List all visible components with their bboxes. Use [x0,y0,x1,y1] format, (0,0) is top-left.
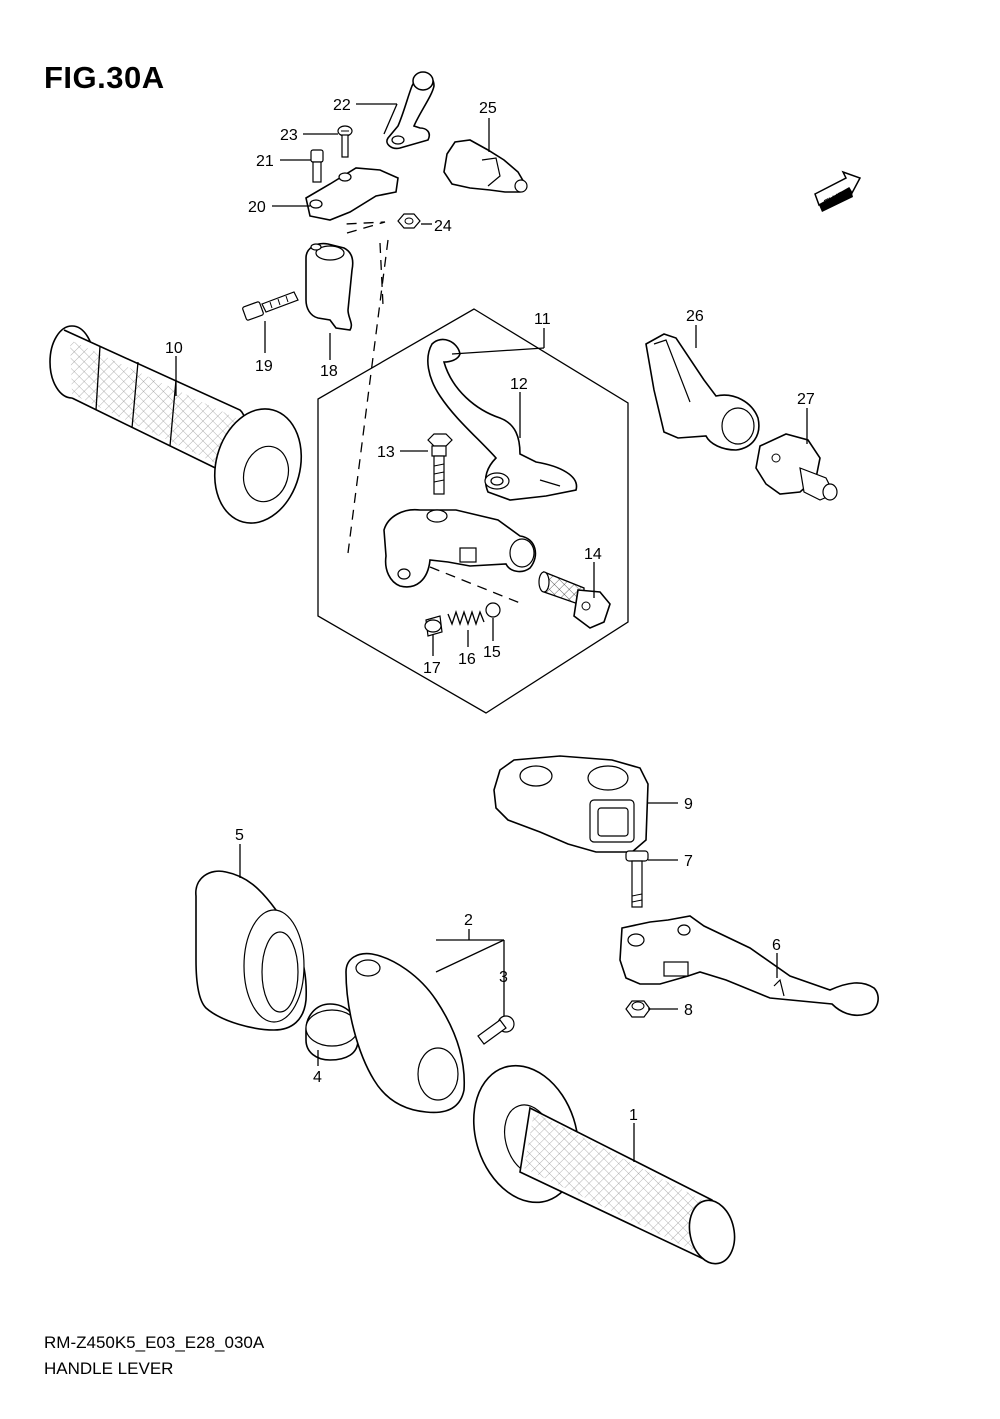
callout-22: 22 [333,97,351,114]
callout-labels: 22 23 21 20 24 25 19 18 10 11 12 13 14 1… [165,97,815,1124]
lever-assembly-group-box [317,308,629,714]
part-8-nut [625,1000,651,1018]
dash-guide [429,566,521,604]
part-7-pivot-bolt [625,850,649,908]
part-3-screw [477,1015,515,1045]
callout-2: 2 [464,912,473,929]
callout-15: 15 [483,644,501,661]
figure-code: RM-Z450K5_E03_E28_030A [44,1333,265,1352]
callout-18: 18 [320,363,338,380]
callout-16: 16 [458,651,476,668]
callout-9: 9 [684,796,693,813]
part-21-bolt [310,149,324,183]
part-17-bushing [424,615,443,637]
callout-8: 8 [684,1002,693,1019]
callout-24: 24 [434,218,452,235]
part-9-lever-guard [493,755,649,853]
part-27-adjuster [755,433,838,501]
part-22-hot-start-lever [386,71,435,150]
callout-21: 21 [256,153,274,170]
callout-5: 5 [235,827,244,844]
part-13-bolt [427,433,453,495]
callout-25: 25 [479,100,497,117]
callout-26: 26 [686,308,704,325]
callout-1: 1 [629,1107,638,1124]
fwd-arrow-icon: FWD [814,170,862,212]
part-18-holder [305,242,354,331]
part-23-screw [337,125,353,158]
callout-19: 19 [255,358,273,375]
figure-name: HANDLE LEVER [44,1359,174,1378]
callout-27: 27 [797,391,815,408]
part-16-spring [447,609,485,627]
callout-7: 7 [684,853,693,870]
callout-4: 4 [313,1069,322,1086]
callout-17: 17 [423,660,441,677]
part-26-lever-cover [645,333,760,451]
part-10-left-grip [49,325,303,524]
callout-10: 10 [165,340,183,357]
callout-3: 3 [499,969,508,986]
callout-6: 6 [772,937,781,954]
figure-title: FIG.30A [44,60,165,95]
part-24-nut [397,213,421,229]
part-1-right-grip [472,1064,736,1265]
callout-14: 14 [584,546,602,563]
callout-20: 20 [248,199,266,216]
callout-23: 23 [280,127,298,144]
part-25-lever-holder [443,139,528,193]
leader-lines [175,103,808,1162]
clutch-perch-body [383,508,537,588]
part-5-throttle-cover [195,870,307,1031]
callout-11: 11 [534,311,551,328]
part-19-bolt [242,291,299,321]
part-6-lever [619,915,879,1017]
part-12-clutch-lever [427,338,578,501]
part-15-ball [485,602,501,618]
callout-13: 13 [377,444,395,461]
dash-guide [344,221,386,234]
part-20-holder-clamp [305,167,399,221]
dash-guide [347,239,389,554]
callout-12: 12 [510,376,528,393]
part-2-throttle-housing [345,952,466,1114]
dash-guide [379,242,384,306]
part-14-adjuster [538,571,611,629]
